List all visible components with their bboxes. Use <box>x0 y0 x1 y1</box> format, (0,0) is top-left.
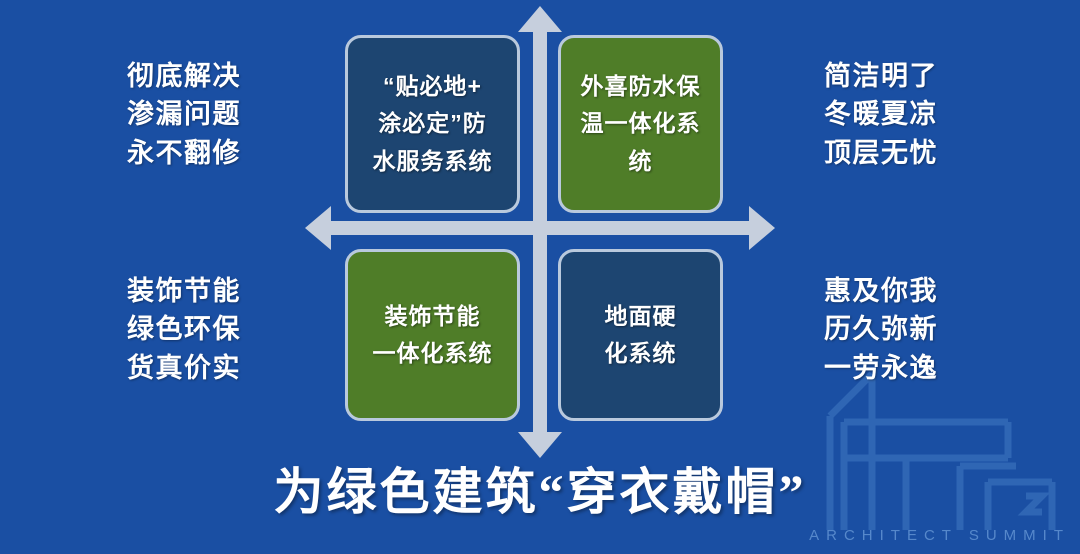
arrow-down-icon <box>518 432 562 458</box>
quadrant-line: 温一体化系 <box>580 110 701 137</box>
side-label-line: 货真价实 <box>127 352 241 383</box>
quadrant-line: 装饰节能 <box>384 302 481 329</box>
quadrant-line: 地面硬 <box>604 302 677 329</box>
quadrant-line: 一体化系统 <box>372 340 493 366</box>
side-label-line: 一劳永逸 <box>824 352 938 383</box>
quadrant-box-top-left[interactable]: “贴必地+ 涂必定”防 水服务系统 <box>345 35 520 213</box>
side-label-line: 冬暖夏凉 <box>824 99 938 130</box>
quadrant-line: 水服务系统 <box>372 147 493 174</box>
side-label-line: 绿色环保 <box>127 314 241 345</box>
side-label-line: 简洁明了 <box>824 61 938 91</box>
quadrant-line: 化系统 <box>604 340 677 366</box>
side-label-top-right: 简洁明了 冬暖夏凉 顶层无忧 <box>824 57 938 172</box>
watermark-label: ARCHITECT SUMMIT <box>809 527 1070 544</box>
horizontal-axis <box>327 221 753 235</box>
arrow-left-icon <box>305 206 331 250</box>
side-label-line: 装饰节能 <box>127 276 241 306</box>
arrow-up-icon <box>518 6 562 32</box>
side-label-line: 顶层无忧 <box>824 137 938 168</box>
side-label-line: 永不翻修 <box>127 137 241 168</box>
side-label-bottom-left: 装饰节能 绿色环保 货真价实 <box>127 272 241 387</box>
side-label-line: 彻底解决 <box>127 61 241 91</box>
quadrant-box-top-right[interactable]: 外喜防水保 温一体化系 统 <box>558 35 723 213</box>
arrow-right-icon <box>749 206 775 250</box>
quadrant-box-bottom-left[interactable]: 装饰节能 一体化系统 <box>345 249 520 421</box>
side-label-line: 渗漏问题 <box>127 99 241 130</box>
side-label-bottom-right: 惠及你我 历久弥新 一劳永逸 <box>824 272 938 387</box>
side-label-line: 惠及你我 <box>824 276 938 306</box>
quadrant-line: 统 <box>628 147 653 174</box>
side-label-top-left: 彻底解决 渗漏问题 永不翻修 <box>127 57 241 172</box>
quadrant-line: 外喜防水保 <box>580 73 701 100</box>
quadrant-line: “贴必地+ <box>383 73 482 100</box>
quadrant-box-bottom-right[interactable]: 地面硬 化系统 <box>558 249 723 421</box>
side-label-line: 历久弥新 <box>824 314 938 345</box>
slide-title: 为绿色建筑“穿衣戴帽” <box>273 464 807 520</box>
quadrant-line: 涂必定”防 <box>378 110 487 137</box>
